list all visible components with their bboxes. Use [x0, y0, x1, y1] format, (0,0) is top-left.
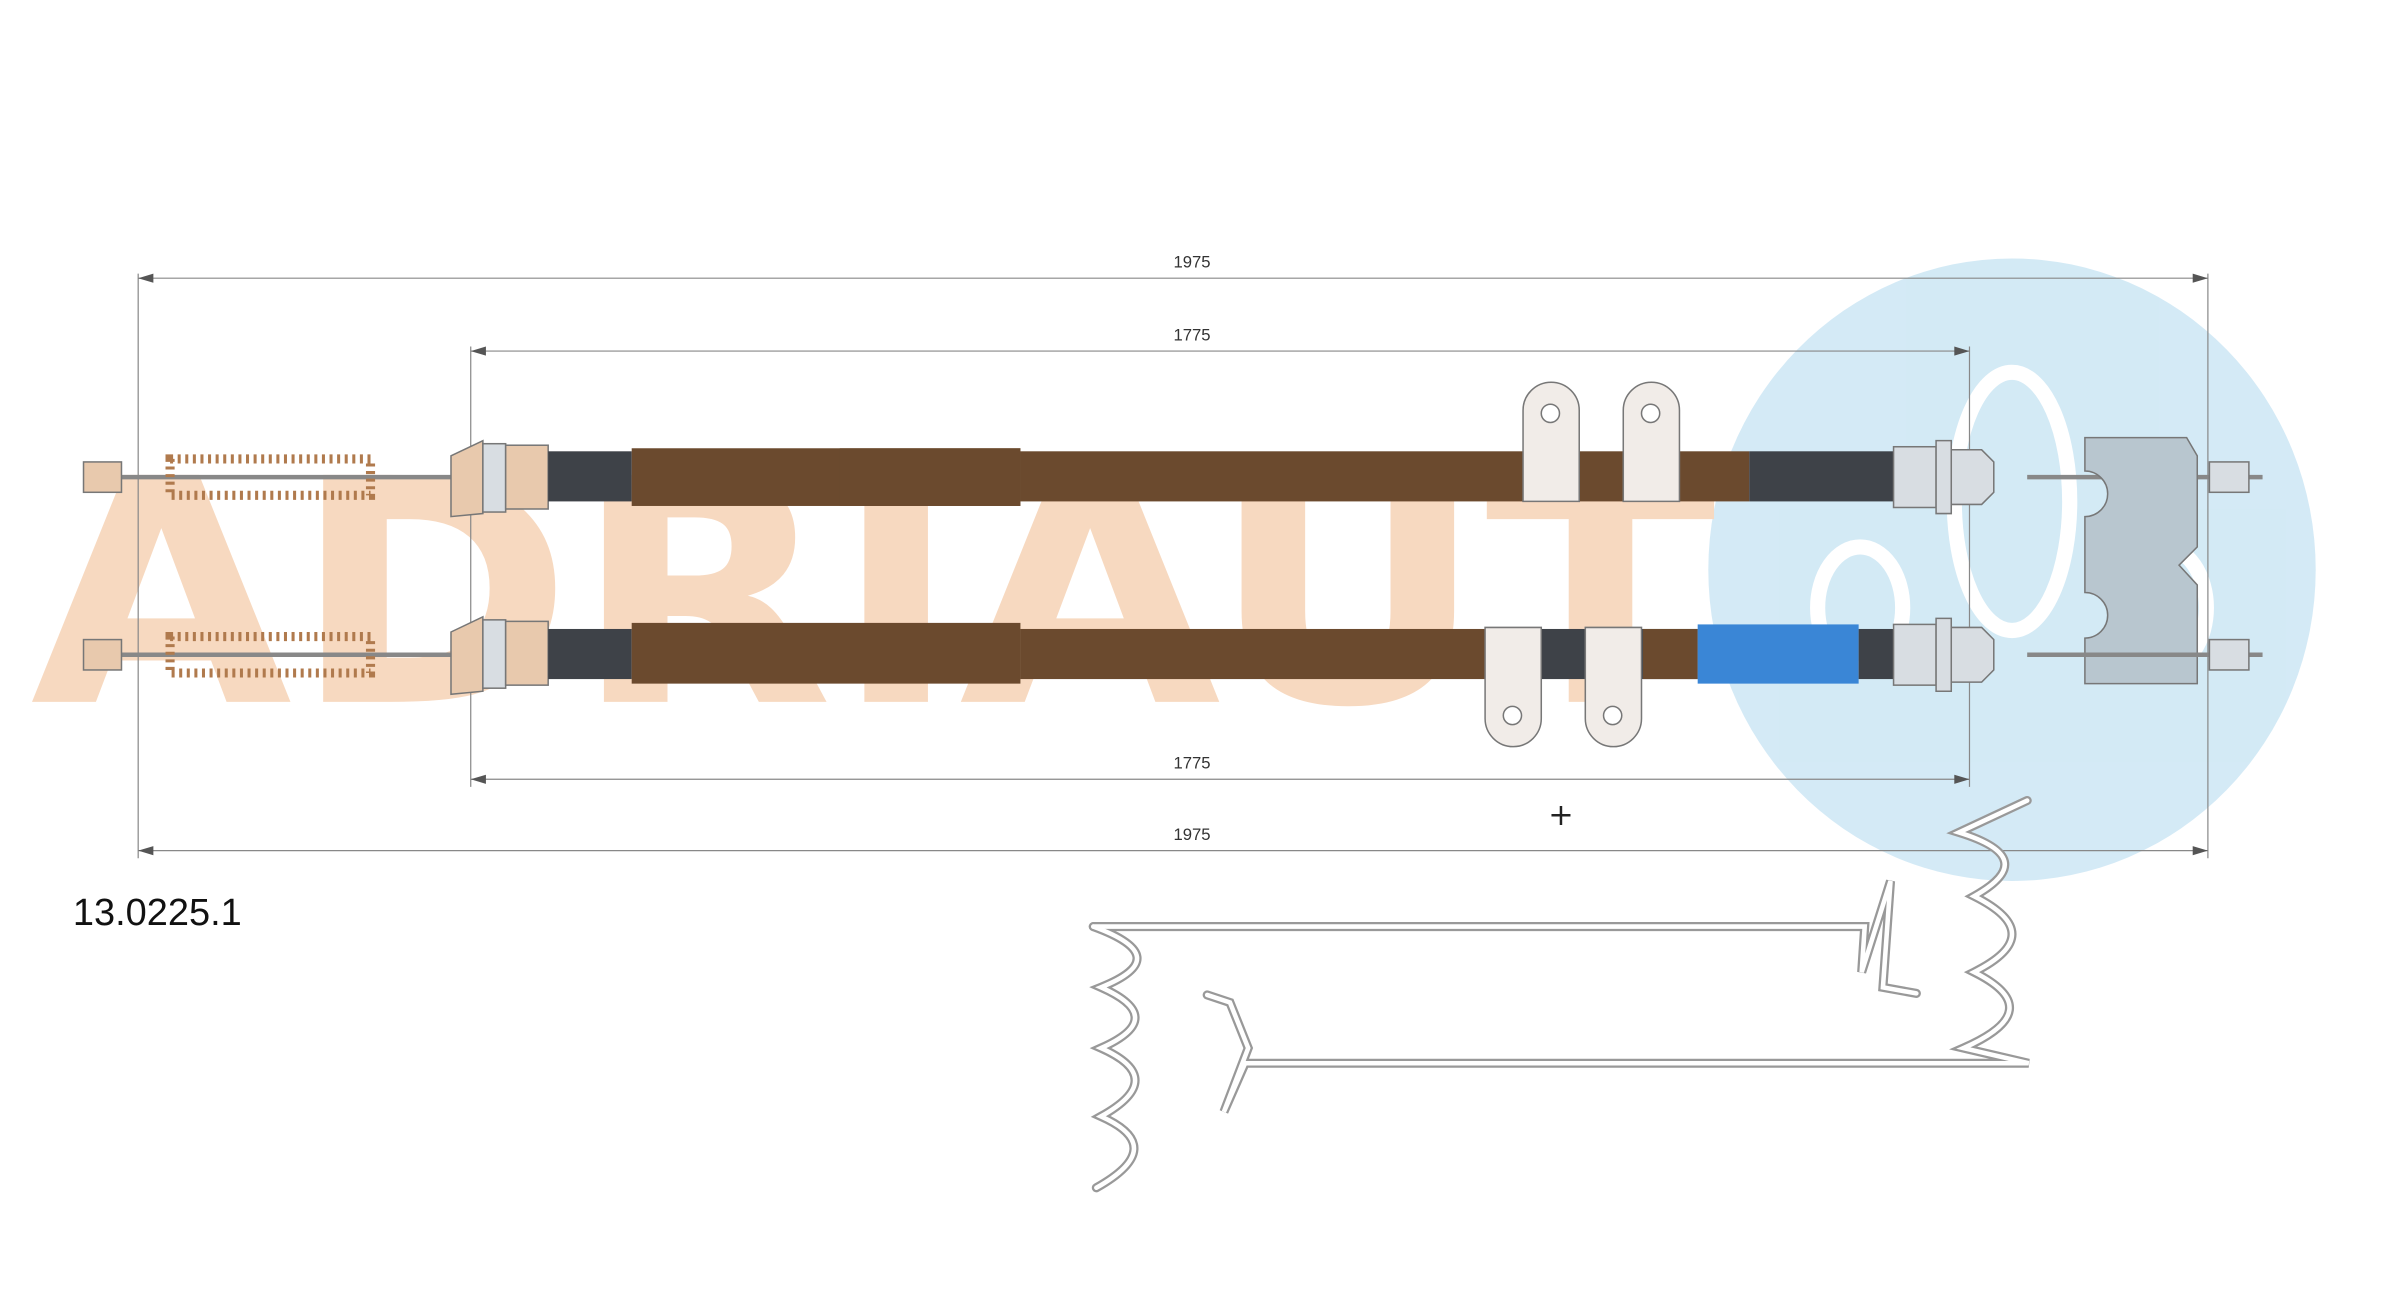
- brand-logo-watermark: [1708, 258, 2316, 882]
- return-springs: [1088, 795, 2032, 1193]
- dimension-bottom-overall: 1975: [1173, 825, 1210, 844]
- mounting-bracket: [2084, 436, 2199, 685]
- dimension-lines: [137, 273, 2209, 859]
- dimension-top-inner: 1775: [1173, 325, 1210, 344]
- dimension-bottom-inner: 1775: [1173, 754, 1210, 773]
- part-number: 13.0225.1: [73, 892, 242, 934]
- upper-cable: [82, 381, 2263, 518]
- lower-cable: [82, 615, 2263, 748]
- center-marker: +: [1548, 798, 1573, 833]
- dimension-top-overall: 1975: [1173, 253, 1210, 272]
